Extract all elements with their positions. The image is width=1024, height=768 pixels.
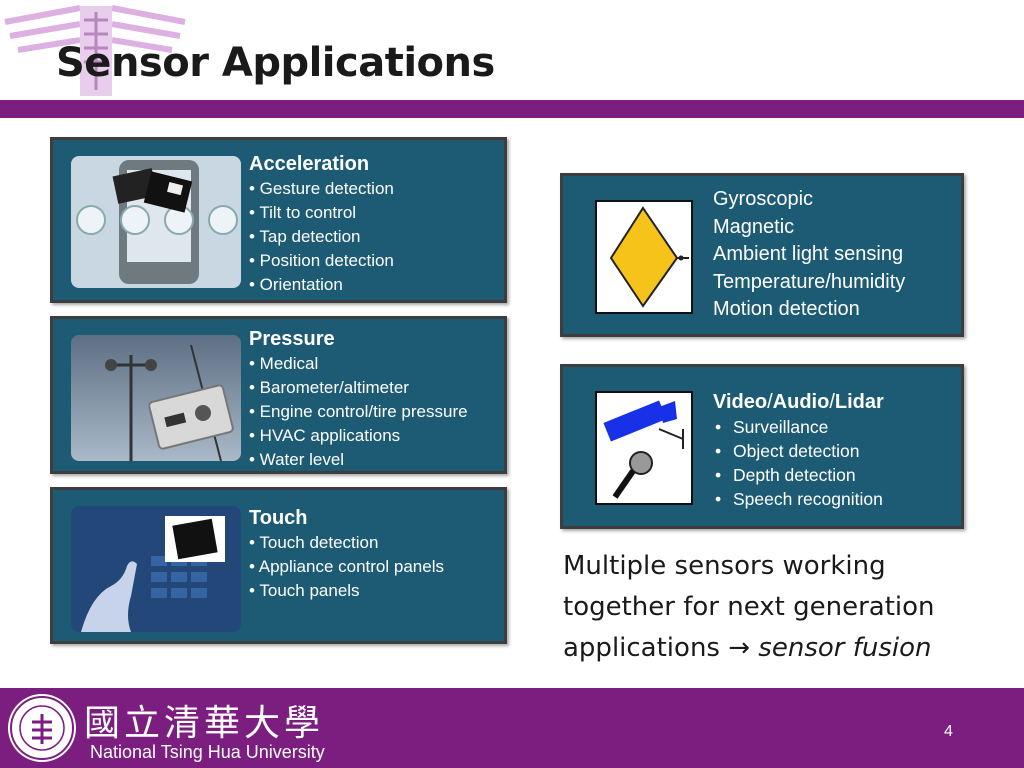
camera-microphone-icon <box>603 400 684 499</box>
list-item: Temperature/humidity <box>713 270 906 293</box>
page-number: 4 <box>944 723 953 740</box>
fusion-line: Multiple sensors working <box>563 551 886 581</box>
pressure-sensor-image <box>71 335 241 461</box>
footer-bar <box>0 688 1024 768</box>
university-logo-watermark <box>4 5 186 96</box>
separator: / <box>767 391 773 413</box>
list-item: Object detection <box>713 439 963 463</box>
list-item: Magnetic <box>713 215 795 238</box>
list-item: • Appliance control panels <box>249 557 444 576</box>
list-item: Motion detection <box>713 298 860 320</box>
list-item: Depth detection <box>713 463 963 487</box>
fusion-line: together for next generation <box>563 592 935 622</box>
pressure-panel: Pressure • Medical • Barometer/altimeter… <box>50 316 507 474</box>
list-item: • Tap detection <box>249 227 361 246</box>
phone-accelerometer-image <box>71 156 241 288</box>
audio-label: Audio <box>772 391 830 413</box>
camera-mic-box <box>595 391 693 505</box>
list-item: Speech recognition <box>713 487 963 511</box>
sensors-panel: Gyroscopic Magnetic Ambient light sensin… <box>560 173 964 337</box>
list-item: • HVAC applications <box>249 426 401 445</box>
diamond-symbol-box <box>595 200 693 314</box>
list-item: • Touch detection <box>249 533 379 552</box>
sensor-fusion-text: Multiple sensors working together for ne… <box>563 546 935 669</box>
list-item: • Water level <box>249 450 345 469</box>
list-item: • Engine control/tire pressure <box>249 402 468 421</box>
arrow-icon: → <box>728 633 751 663</box>
list-item: • Orientation <box>249 275 343 294</box>
list-item: • Medical <box>249 354 319 373</box>
video-label: Video <box>713 391 768 413</box>
university-seal-icon <box>8 694 76 762</box>
title-divider-bar <box>0 100 1024 118</box>
university-english-name: National Tsing Hua University <box>90 742 325 762</box>
page-title: Sensor Applications <box>56 40 495 86</box>
touch-sensor-image <box>71 506 241 632</box>
list-item: Ambient light sensing <box>713 243 904 265</box>
acceleration-panel: Acceleration • Gesture detection • Tilt … <box>50 137 507 303</box>
list-item: • Position detection <box>249 251 394 270</box>
pressure-heading: Pressure <box>249 328 335 350</box>
list-item: • Gesture detection <box>249 179 394 198</box>
list-item: • Barometer/altimeter <box>249 378 409 397</box>
touch-panel: Touch • Touch detection • Appliance cont… <box>50 487 507 644</box>
list-item: • Touch panels <box>249 581 360 600</box>
university-chinese-name: 國立清華大學 <box>84 703 325 744</box>
list-item: • Tilt to control <box>249 203 357 222</box>
diamond-sensor-icon <box>609 206 689 308</box>
video-audio-lidar-panel: Video/Audio/Lidar Surveillance Object de… <box>560 364 964 529</box>
fusion-line: applications <box>563 633 720 663</box>
list-item: Surveillance <box>713 415 963 439</box>
touch-heading: Touch <box>249 507 308 529</box>
separator: / <box>829 391 835 413</box>
acceleration-heading: Acceleration <box>249 153 370 175</box>
sensor-fusion-emphasis: sensor fusion <box>758 633 932 663</box>
lidar-label: Lidar <box>834 391 884 413</box>
list-item: Gyroscopic <box>713 188 814 210</box>
